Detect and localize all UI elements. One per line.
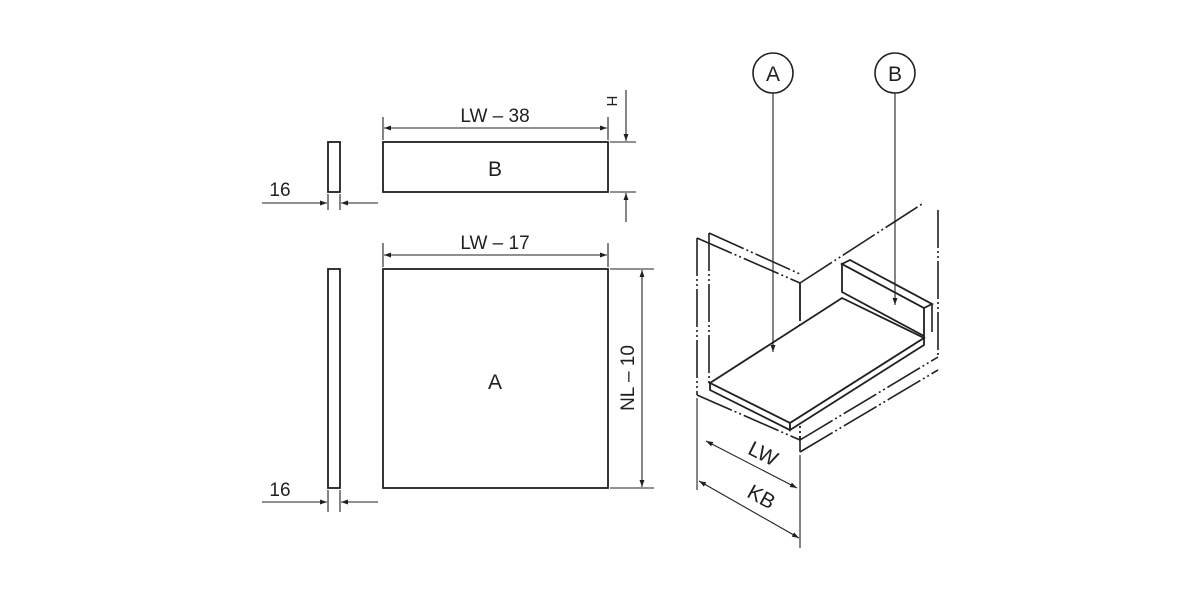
bottom-right-edge xyxy=(799,356,939,441)
panel-b-edge xyxy=(327,141,341,193)
bottom-front-edge xyxy=(696,394,801,441)
callout-b-label: B xyxy=(888,63,902,86)
b-height-label: H xyxy=(603,96,620,107)
left-wall-top-edge xyxy=(696,237,801,284)
panel-a-face xyxy=(382,268,609,489)
a-height-dimension-label: NL – 10 xyxy=(618,345,639,411)
isometric-view: A B LW KB xyxy=(696,52,939,548)
b-width-dimension-label: LW – 38 xyxy=(460,106,529,127)
bottom-right-edge-lower xyxy=(799,369,939,453)
a-width-dimension-label: LW – 17 xyxy=(460,233,529,254)
lw-dimension-line xyxy=(705,440,798,489)
panel-a-edge xyxy=(327,268,341,489)
a-thickness-label: 16 xyxy=(269,480,290,501)
panel-b-label: B xyxy=(488,158,502,181)
left-wall-top-inner xyxy=(708,232,801,275)
back-wall-top-edge xyxy=(799,203,923,284)
callout-a-label: A xyxy=(766,63,780,86)
iso-panel-a-right-edge xyxy=(789,336,925,432)
panel-a-label: A xyxy=(488,371,502,394)
lw-dimension-label: LW xyxy=(744,437,781,471)
panel-b-group: B LW – 38 H 16 xyxy=(262,90,636,222)
panel-a-group: A LW – 17 NL – 10 16 xyxy=(262,233,654,512)
b-thickness-label: 16 xyxy=(269,180,290,201)
panel-b-face xyxy=(382,141,609,193)
kb-dimension-line xyxy=(698,480,800,539)
